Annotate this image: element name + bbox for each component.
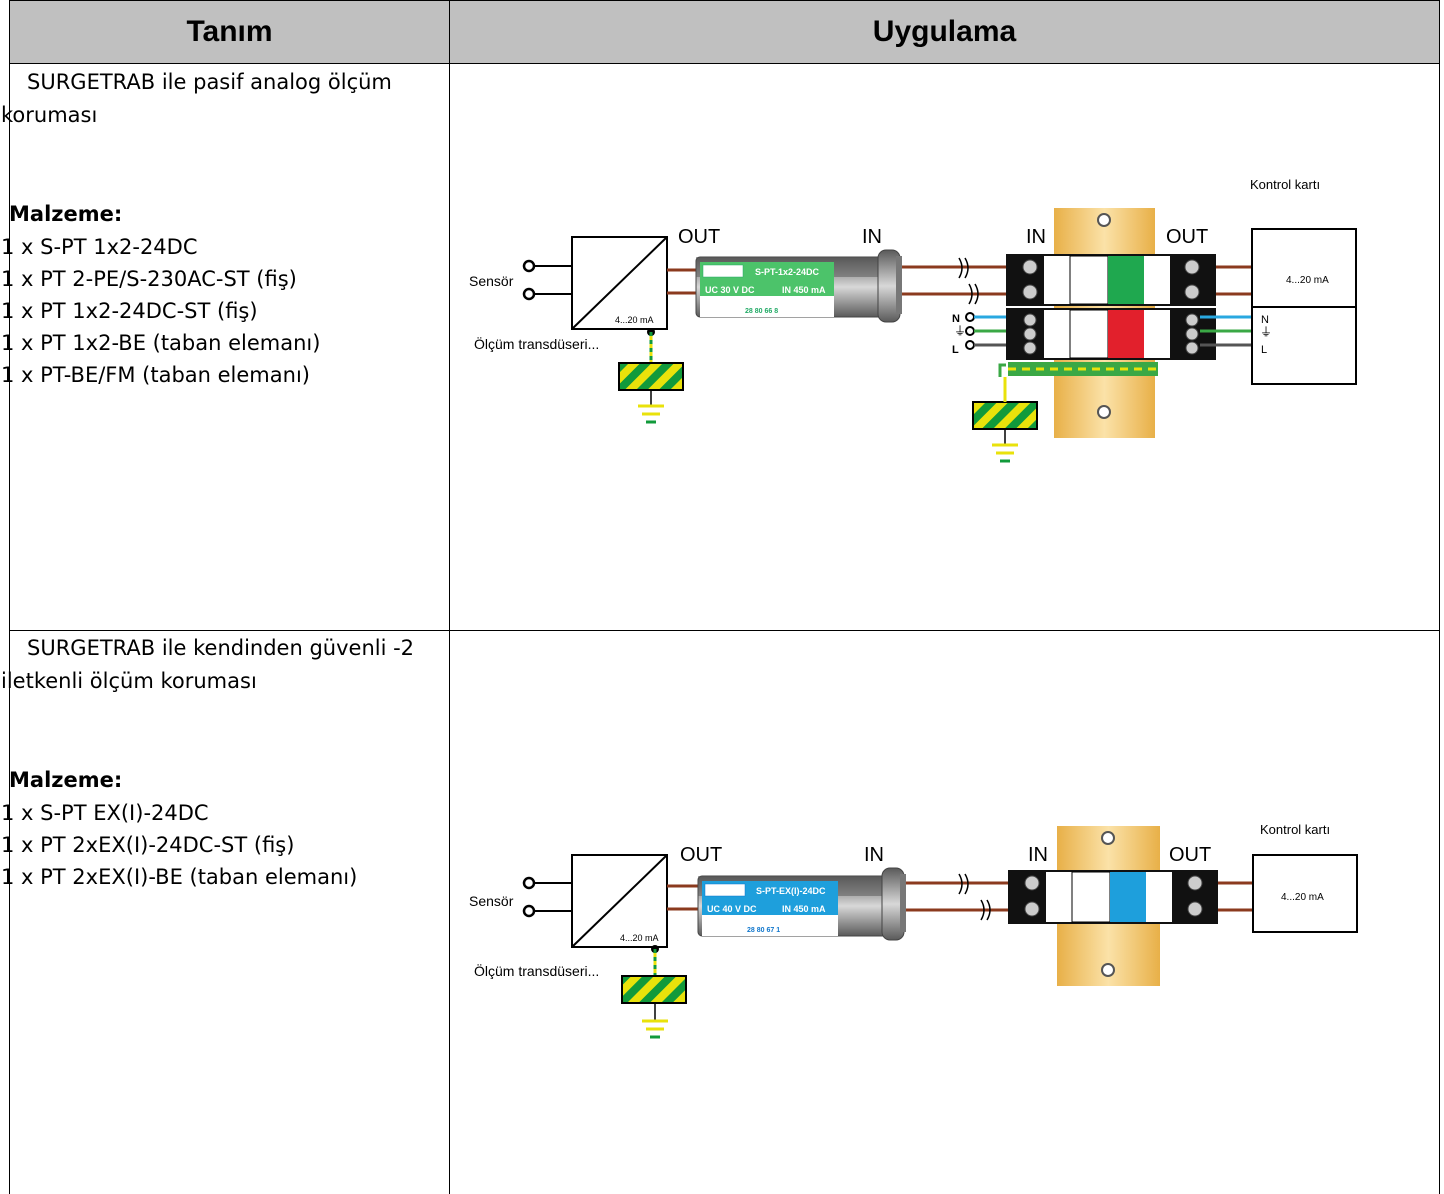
row1-title-line2: koruması	[1, 103, 98, 127]
label-out-left: OUT	[678, 226, 720, 248]
device-code: 28 80 67 1	[747, 927, 780, 934]
label-in-right: IN	[1028, 844, 1048, 866]
label-out-left: OUT	[680, 844, 722, 866]
control-card-range: 4...20 mA	[1286, 275, 1329, 286]
l-label-left: L	[952, 344, 959, 356]
sensor-terminal-top	[522, 259, 536, 273]
row2-wiring-diagram: Sensör 4...20 mA Ölçüm transdüseri... OU…	[469, 822, 1358, 1039]
table-border-left	[9, 64, 10, 1194]
transducer-label: Ölçüm transdüseri...	[474, 335, 599, 352]
transducer-range: 4...20 mA	[620, 933, 659, 943]
l-label-right: L	[1261, 344, 1267, 356]
protector-plug-top	[1108, 256, 1144, 304]
row2-description: SURGETRAB ile kendinden güvenli -2 iletk…	[1, 632, 431, 893]
row2-materials-label: Malzeme:	[9, 768, 123, 792]
label-out-right: OUT	[1169, 844, 1211, 866]
control-card-range: 4...20 mA	[1281, 892, 1324, 903]
row1-material-item: 1 x PT 1x2-24DC-ST (fiş)	[1, 299, 258, 323]
transducer-range: 4...20 mA	[615, 315, 654, 325]
control-card-box	[1252, 854, 1358, 933]
control-card-label: Kontrol kartı	[1260, 822, 1330, 837]
row2-material-item: 1 x PT 2xEX(I)-24DC-ST (fiş)	[1, 833, 295, 857]
row1-material-item: 1 x S-PT 1x2-24DC	[1, 235, 198, 259]
label-in-right: IN	[1026, 226, 1046, 248]
row1-wiring-diagram: Sensör 4...20 mA Ölçüm transdüseri... OU…	[469, 177, 1357, 463]
row1-title-line1: SURGETRAB ile pasif analog ölçüm	[27, 70, 392, 94]
sensor-terminal-bottom	[522, 287, 536, 301]
svg-text:⏚: ⏚	[954, 324, 966, 338]
n-label-right: N	[1261, 314, 1269, 326]
device-uc: UC 40 V DC	[707, 904, 757, 914]
earth-bar-2	[972, 401, 1038, 430]
row1-description: SURGETRAB ile pasif analog ölçüm korumas…	[1, 66, 431, 391]
svg-text:⏚: ⏚	[1260, 325, 1272, 339]
label-in-mid: IN	[864, 844, 884, 866]
device-name: S-PT-1x2-24DC	[755, 267, 820, 277]
control-card-label: Kontrol kartı	[1250, 177, 1320, 192]
device-uc: UC 30 V DC	[705, 285, 755, 295]
device-code: 28 80 66 8	[745, 308, 778, 315]
transducer-label: Ölçüm transdüseri...	[474, 962, 599, 979]
table-border-right	[1439, 64, 1440, 1194]
n-label-left: N	[952, 313, 960, 325]
earth-bar-1	[618, 362, 684, 391]
row1-material-item: 1 x PT 2-PE/S-230AC-ST (fiş)	[1, 267, 297, 291]
row2-material-item: 1 x PT 2xEX(I)-BE (taban elemanı)	[1, 865, 358, 889]
row-divider	[9, 630, 1440, 631]
row2-material-item: 1 x S-PT EX(I)-24DC	[1, 801, 209, 825]
device-in: IN 450 mA	[782, 904, 826, 914]
table-border-mid	[449, 64, 450, 1194]
device-name: S-PT-EX(I)-24DC	[756, 886, 826, 896]
sensor-label: Sensör	[469, 273, 514, 289]
row2-title-line1: SURGETRAB ile kendinden güvenli -2	[27, 636, 415, 660]
device-in: IN 450 mA	[782, 285, 826, 295]
protector-plug	[1110, 872, 1146, 922]
row1-material-item: 1 x PT-BE/FM (taban elemanı)	[1, 363, 310, 387]
row1-material-item: 1 x PT 1x2-BE (taban elemanı)	[1, 331, 321, 355]
protector-plug-bottom	[1108, 310, 1144, 358]
earth-bar-1	[621, 975, 687, 1004]
column-header-tanim: Tanım	[9, 0, 450, 64]
row2-title-line2: iletkenli ölçüm koruması	[1, 669, 257, 693]
label-out-right: OUT	[1166, 226, 1208, 248]
sensor-label: Sensör	[469, 893, 514, 909]
row1-materials-label: Malzeme:	[9, 202, 123, 226]
column-header-uygulama: Uygulama	[449, 0, 1440, 64]
label-in-mid: IN	[862, 226, 882, 248]
